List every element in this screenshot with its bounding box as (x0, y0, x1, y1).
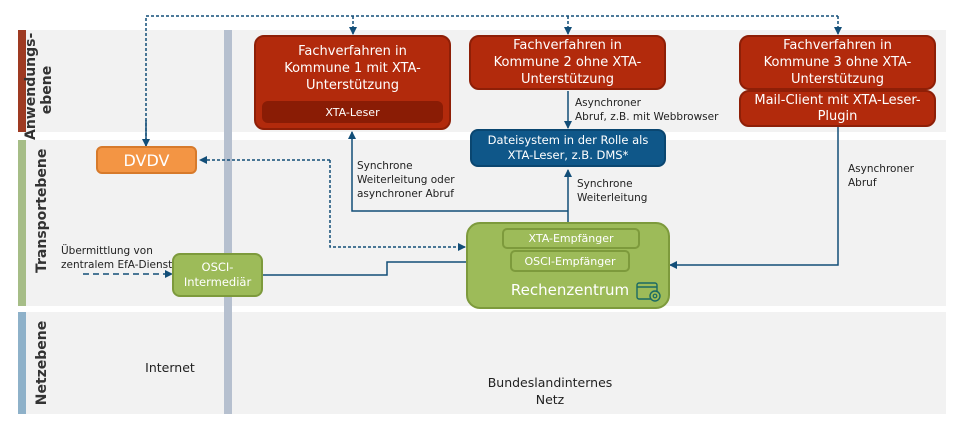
kommune1-xta-leser[interactable]: XTA-Leser (262, 101, 443, 123)
kommune2-fachverfahren-box[interactable]: Fachverfahren in Kommune 2 ohne XTA-Unte… (469, 35, 666, 90)
annotation-async: Asynchroner Abruf (848, 163, 914, 189)
rechenzentrum-title: Rechenzentrum (510, 281, 630, 299)
layer-bar-transport (18, 140, 26, 306)
kommune2-title: Fachverfahren in Kommune 2 ohne XTA-Unte… (493, 38, 642, 87)
arrow-dashed-to-rechenzentrum (329, 160, 466, 251)
dateisystem-label: Dateisystem in der Rolle als XTA-Leser, … (487, 133, 649, 162)
internet-boundary-divider (224, 30, 232, 414)
network-internet-label: Internet (145, 360, 195, 375)
layer-band-network (18, 312, 946, 414)
kommune1-fachverfahren-box[interactable]: Fachverfahren in Kommune 1 mit XTA-Unter… (254, 35, 451, 130)
annotation-async-webbrowser: Asynchroner Abruf, z.B. mit Webbrowser (575, 97, 719, 123)
kommune1-title: Fachverfahren in Kommune 1 mit XTA-Unter… (284, 44, 421, 93)
kommune3-fachverfahren-box[interactable]: Fachverfahren in Kommune 3 ohne XTA-Unte… (739, 35, 936, 90)
arrow-kommune3-to-rechenzentrum (669, 126, 839, 269)
network-bundesland-label: Bundeslandinternes Netz (487, 375, 613, 407)
osci-intermediaer-label: OSCI-Intermediär (183, 260, 252, 289)
annotation-sync: Synchrone Weiterleitung (577, 178, 648, 204)
arrow-rechenzentrum-to-kommune1 (348, 131, 568, 212)
kommune3-title: Fachverfahren in Kommune 3 ohne XTA-Unte… (763, 38, 912, 87)
layer-bar-application (18, 30, 26, 132)
arrow-osci-to-rechenzentrum (262, 258, 509, 276)
annotation-sync-or-async: Synchrone Weiterleitung oder asynchroner… (357, 160, 455, 200)
dateisystem-box[interactable]: Dateisystem in der Rolle als XTA-Leser, … (470, 129, 666, 167)
kommune3-mail-client-box[interactable]: Mail-Client mit XTA-Leser-Plugin (739, 90, 936, 127)
osci-empfaenger-box[interactable]: OSCI-Empfänger (510, 250, 630, 272)
dvdv-lookup-bus (145, 15, 838, 146)
annotation-efa: Übermittlung von zentralem EfA-Dienst (61, 245, 173, 271)
layer-bar-network (18, 312, 26, 414)
kommune3-mail-client-label: Mail-Client mit XTA-Leser-Plugin (754, 92, 921, 124)
xta-empfaenger-box[interactable]: XTA-Empfänger (502, 228, 640, 249)
dvdv-box[interactable]: DVDV (96, 146, 197, 174)
server-settings-icon (636, 282, 661, 302)
rechenzentrum-box[interactable]: XTA-Empfänger OSCI-Empfänger Rechenzentr… (466, 222, 670, 309)
osci-intermediaer-box[interactable]: OSCI-Intermediär (172, 253, 263, 297)
